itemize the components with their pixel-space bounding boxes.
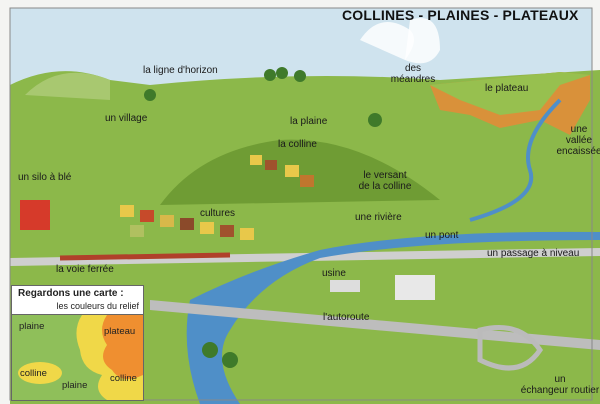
- label-factory: usine: [322, 268, 346, 279]
- inset-label-hill-right: colline: [110, 373, 137, 384]
- label-silo: un silo à blé: [18, 172, 72, 183]
- inset-subheading: les couleurs du relief: [56, 301, 139, 311]
- label-valley-line1: une: [570, 124, 588, 135]
- relief-map-inset: Regardons une carte : les couleurs du re…: [11, 285, 144, 401]
- label-river: une rivière: [355, 212, 402, 223]
- label-meanders-line1: des: [404, 63, 422, 74]
- label-railway: la voie ferrée: [56, 264, 114, 275]
- label-village: un village: [105, 113, 148, 124]
- inset-heading: Regardons une carte :: [18, 288, 124, 299]
- label-valley-line2: vallée: [565, 135, 593, 146]
- plateau-zone: [102, 315, 143, 379]
- fields: [120, 155, 314, 240]
- label-slope-line2: de la colline: [358, 181, 412, 192]
- label-valley-line3: encaissée: [556, 146, 600, 157]
- label-interchange-line1: un: [554, 374, 566, 385]
- hill: [160, 139, 440, 205]
- label-crops: cultures: [200, 208, 236, 219]
- cloud: [360, 22, 414, 60]
- factory: [330, 280, 360, 292]
- label-meanders: des méandres: [388, 63, 438, 85]
- label-meanders-line2: méandres: [390, 74, 436, 85]
- highway: [150, 300, 600, 350]
- label-valley: une vallée encaissée: [555, 124, 600, 157]
- interchange: [477, 325, 544, 371]
- inset-label-plateau: plateau: [104, 326, 136, 337]
- plain-ground: [10, 70, 600, 404]
- inset-label-plain-bottom: plaine: [62, 380, 88, 391]
- trees: [144, 67, 382, 368]
- label-horizon: la ligne d'horizon: [143, 65, 218, 76]
- river: [186, 231, 600, 404]
- label-slope: le versant de la colline: [350, 170, 420, 192]
- inset-label-hill-left: colline: [20, 368, 47, 379]
- factory-buildings: [395, 275, 435, 300]
- label-hill: la colline: [278, 139, 317, 150]
- label-bridge: un pont: [425, 230, 459, 241]
- plateau-top: [430, 72, 590, 115]
- label-interchange-line2: échangeur routier: [520, 385, 600, 396]
- relief-map: [12, 315, 143, 400]
- cloud: [405, 18, 440, 64]
- label-plateau: le plateau: [485, 83, 529, 94]
- inset-header: Regardons une carte : les couleurs du re…: [12, 286, 143, 315]
- label-highway: l'autoroute: [323, 312, 370, 323]
- silo: [20, 200, 50, 230]
- label-level-crossing: un passage à niveau: [487, 248, 580, 259]
- train: [59, 252, 231, 261]
- page-title: COLLINES - PLAINES - PLATEAUX: [342, 7, 579, 23]
- label-plain: la plaine: [290, 116, 328, 127]
- inset-label-plain-top: plaine: [19, 321, 45, 332]
- distant-hill: [25, 72, 110, 100]
- hill-zone-small: [18, 362, 62, 384]
- label-interchange: un échangeur routier: [520, 374, 600, 396]
- label-slope-line1: le versant: [363, 170, 407, 181]
- valley-stream: [469, 98, 562, 222]
